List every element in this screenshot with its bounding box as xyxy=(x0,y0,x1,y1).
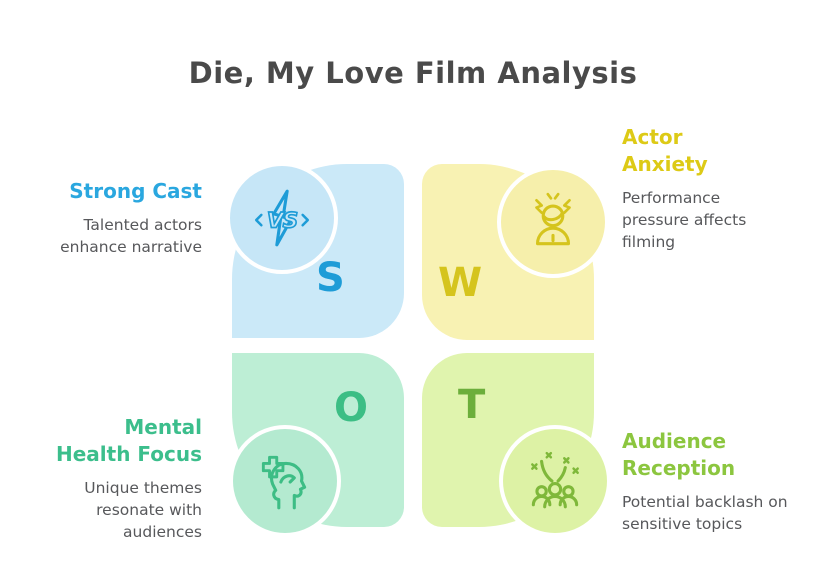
strengths-text-block: Strong Cast Talented actors enhance narr… xyxy=(22,178,202,258)
opportunities-letter: O xyxy=(334,385,369,431)
strengths-heading: Strong Cast xyxy=(69,179,202,203)
opportunities-description: Unique themes resonate with audiences xyxy=(84,479,202,541)
weaknesses-letter: W xyxy=(438,260,483,306)
threats-description: Potential backlash on sensitive topics xyxy=(622,493,788,533)
strengths-letter: S xyxy=(316,255,345,301)
page-title: Die, My Love Film Analysis xyxy=(188,56,638,90)
svg-text:VS: VS xyxy=(267,208,298,233)
threats-letter: T xyxy=(458,382,486,428)
strengths-icon-circle: VS xyxy=(226,162,338,274)
opportunities-icon-circle xyxy=(229,425,341,537)
vs-battle-icon: VS xyxy=(254,189,310,247)
weaknesses-icon-circle xyxy=(497,166,609,278)
threats-icon-circle xyxy=(499,425,611,537)
strengths-description: Talented actors enhance narrative xyxy=(60,216,202,256)
mental-health-icon xyxy=(261,455,307,510)
weaknesses-description: Performance pressure affects filming xyxy=(622,189,747,251)
anxious-person-icon xyxy=(535,192,571,246)
audience-celebration-icon xyxy=(531,451,579,509)
